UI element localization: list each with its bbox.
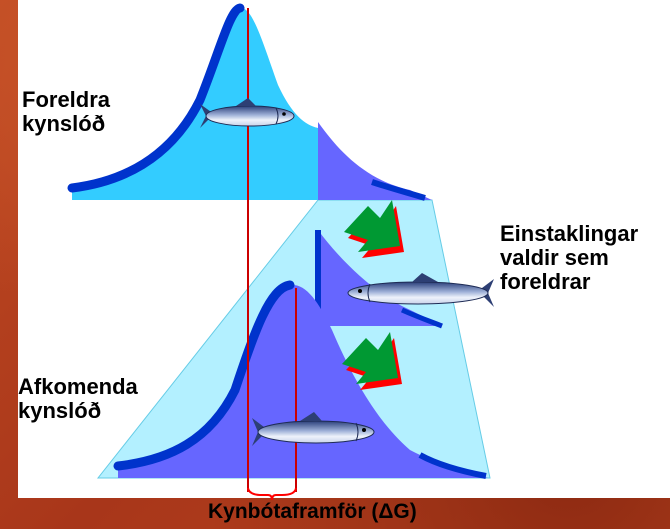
parent-generation-line-2: kynslóð xyxy=(22,111,106,136)
down-arrow-icon xyxy=(342,332,402,390)
salmon-icon xyxy=(347,273,494,307)
parent-generation-line-1: Foreldra xyxy=(22,87,111,112)
offspring-curve-line xyxy=(113,280,295,471)
brace-icon xyxy=(247,487,297,501)
parent-generation-label: Foreldra kynslóð xyxy=(22,88,110,136)
selected-individuals-line-2: valdir sem xyxy=(500,245,609,270)
parent-tail-line xyxy=(371,179,426,201)
genetic-gain-label: Kynbótaframför (ΔG) xyxy=(208,500,417,523)
selected-individuals-line-1: Einstaklingar xyxy=(500,221,639,246)
selected-individuals-label: Einstaklingar valdir sem foreldrar xyxy=(500,222,638,294)
down-arrow-icon xyxy=(344,200,404,258)
salmon-icon xyxy=(200,98,295,128)
parent-curve-line xyxy=(67,3,245,193)
selected-individuals-line-3: foreldrar xyxy=(500,269,591,294)
offspring-generation-label: Afkomenda kynslóð xyxy=(18,375,138,423)
parent-distribution xyxy=(72,7,318,201)
offspring-tail-line xyxy=(418,452,487,479)
selected-individuals-distribution xyxy=(318,230,442,326)
parent-selected-tail xyxy=(318,122,432,200)
salmon-icon xyxy=(252,412,375,446)
selected-tail-line xyxy=(400,307,443,329)
offspring-generation-line-1: Afkomenda xyxy=(18,374,138,399)
offspring-generation-line-2: kynslóð xyxy=(18,398,102,423)
